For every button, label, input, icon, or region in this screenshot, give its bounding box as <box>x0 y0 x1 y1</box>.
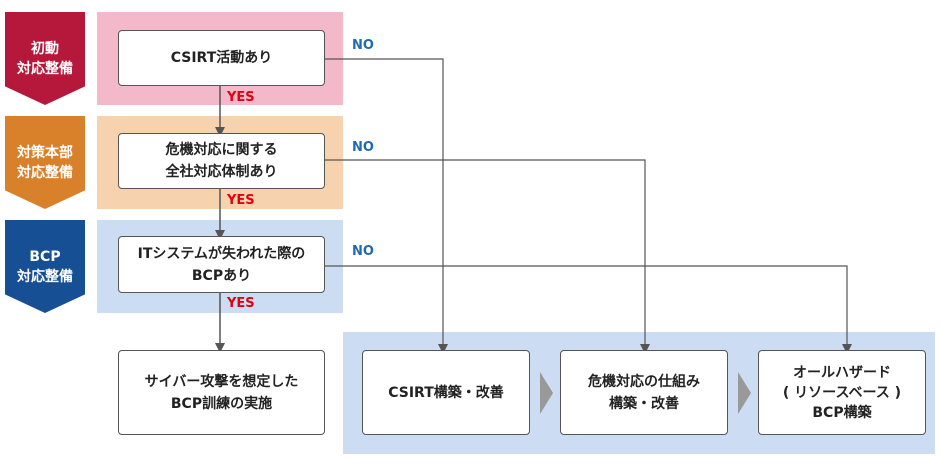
level3-tag-label: BCP 対応整備 <box>17 248 73 285</box>
level1-tag: 初動 対応整備 <box>5 12 85 105</box>
question-it-bcp: ITシステムが失われた際の BCPあり <box>118 236 325 293</box>
no-label-3: NO <box>352 244 374 259</box>
outcome-crisis-build-label: 危機対応の仕組み 構築・改善 <box>588 373 700 412</box>
question-crisis-system-label: 危機対応に関する 全社対応体制あり <box>165 142 278 180</box>
outcome-crisis-build: 危機対応の仕組み 構築・改善 <box>560 350 728 435</box>
level1-tag-label: 初動 対応整備 <box>17 40 73 77</box>
no-label-2: NO <box>352 140 374 155</box>
no-path-2 <box>325 159 650 354</box>
no-path-3 <box>325 265 852 354</box>
question-csirt-label: CSIRT活動あり <box>170 50 273 66</box>
chevron-icon <box>540 372 553 414</box>
no-path-1 <box>325 58 448 354</box>
outcome-csirt-build-label: CSIRT構築・改善 <box>388 384 504 401</box>
level2-tag-label: 対策本部 対応整備 <box>17 144 73 181</box>
level3-tag: BCP 対応整備 <box>5 220 85 313</box>
yes-label-1: YES <box>227 90 255 105</box>
question-it-bcp-label: ITシステムが失われた際の BCPあり <box>137 245 306 284</box>
outcome-bcp-training: サイバー攻撃を想定した BCP訓練の実施 <box>118 350 325 435</box>
level2-tag: 対策本部 対応整備 <box>5 116 85 209</box>
outcome-allhazard-bcp: オールハザード ( リソースベース ) BCP構築 <box>758 350 926 435</box>
outcome-bcp-training-label: サイバー攻撃を想定した BCP訓練の実施 <box>144 373 299 412</box>
chevron-icon <box>738 372 751 414</box>
question-crisis-system: 危機対応に関する 全社対応体制あり <box>118 133 325 189</box>
outcome-csirt-build: CSIRT構築・改善 <box>362 350 530 435</box>
yes-label-3: YES <box>227 296 255 311</box>
no-label-1: NO <box>352 38 374 53</box>
yes-label-2: YES <box>227 193 255 208</box>
question-csirt: CSIRT活動あり <box>118 30 325 86</box>
outcome-allhazard-bcp-label: オールハザード ( リソースベース ) BCP構築 <box>782 364 902 421</box>
